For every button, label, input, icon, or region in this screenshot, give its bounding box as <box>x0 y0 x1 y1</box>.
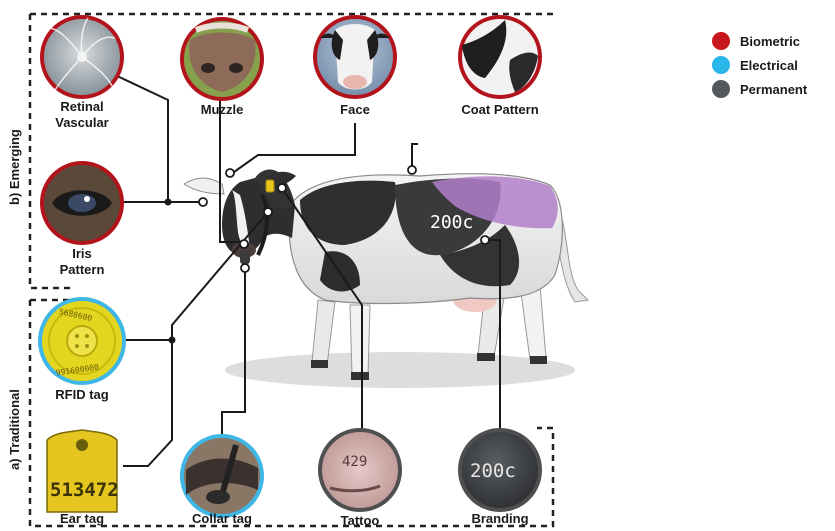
collar-tag-label: Collar tag <box>177 511 267 527</box>
collar-tag-thumbnail <box>182 436 262 516</box>
face-label: Face <box>315 102 395 118</box>
electrical-color-swatch <box>712 56 730 74</box>
retinal-vascular-thumbnail <box>42 17 122 97</box>
branding-label: Branding <box>460 511 540 527</box>
cow-shadow <box>225 352 575 388</box>
tattoo-thumbnail <box>320 430 400 510</box>
emerging-section-label: b) Emerging <box>7 129 22 205</box>
face-thumbnail <box>315 17 395 97</box>
iris-pattern-label: Iris Pattern <box>42 246 122 278</box>
ear-tag-label: Ear tag <box>42 511 122 527</box>
legend-item-permanent: Permanent <box>712 80 807 98</box>
ear-tag-number: 513472 <box>50 479 119 501</box>
legend-label: Permanent <box>740 82 807 97</box>
tattoo-number: 429 <box>342 454 367 470</box>
coat-pattern-label: Coat Pattern <box>445 102 555 118</box>
legend-label: Biometric <box>740 34 800 49</box>
iris-pattern-thumbnail <box>42 163 122 243</box>
muzzle-thumbnail <box>182 19 262 99</box>
permanent-color-swatch <box>712 80 730 98</box>
branding-thumbnail-mark: 200c <box>470 460 516 482</box>
cow-brand-mark: 200c <box>430 212 473 233</box>
legend-item-biometric: Biometric <box>712 32 800 50</box>
retinal-vascular-label: Retinal Vascular <box>42 99 122 131</box>
muzzle-label: Muzzle <box>182 102 262 118</box>
legend-label: Electrical <box>740 58 798 73</box>
coat-pattern-thumbnail <box>460 17 540 97</box>
biometric-color-swatch <box>712 32 730 50</box>
legend-item-electrical: Electrical <box>712 56 798 74</box>
rfid-tag-label: RFID tag <box>42 387 122 403</box>
tattoo-label: Tattoo <box>320 513 400 529</box>
traditional-section-label: a) Traditional <box>7 389 22 470</box>
